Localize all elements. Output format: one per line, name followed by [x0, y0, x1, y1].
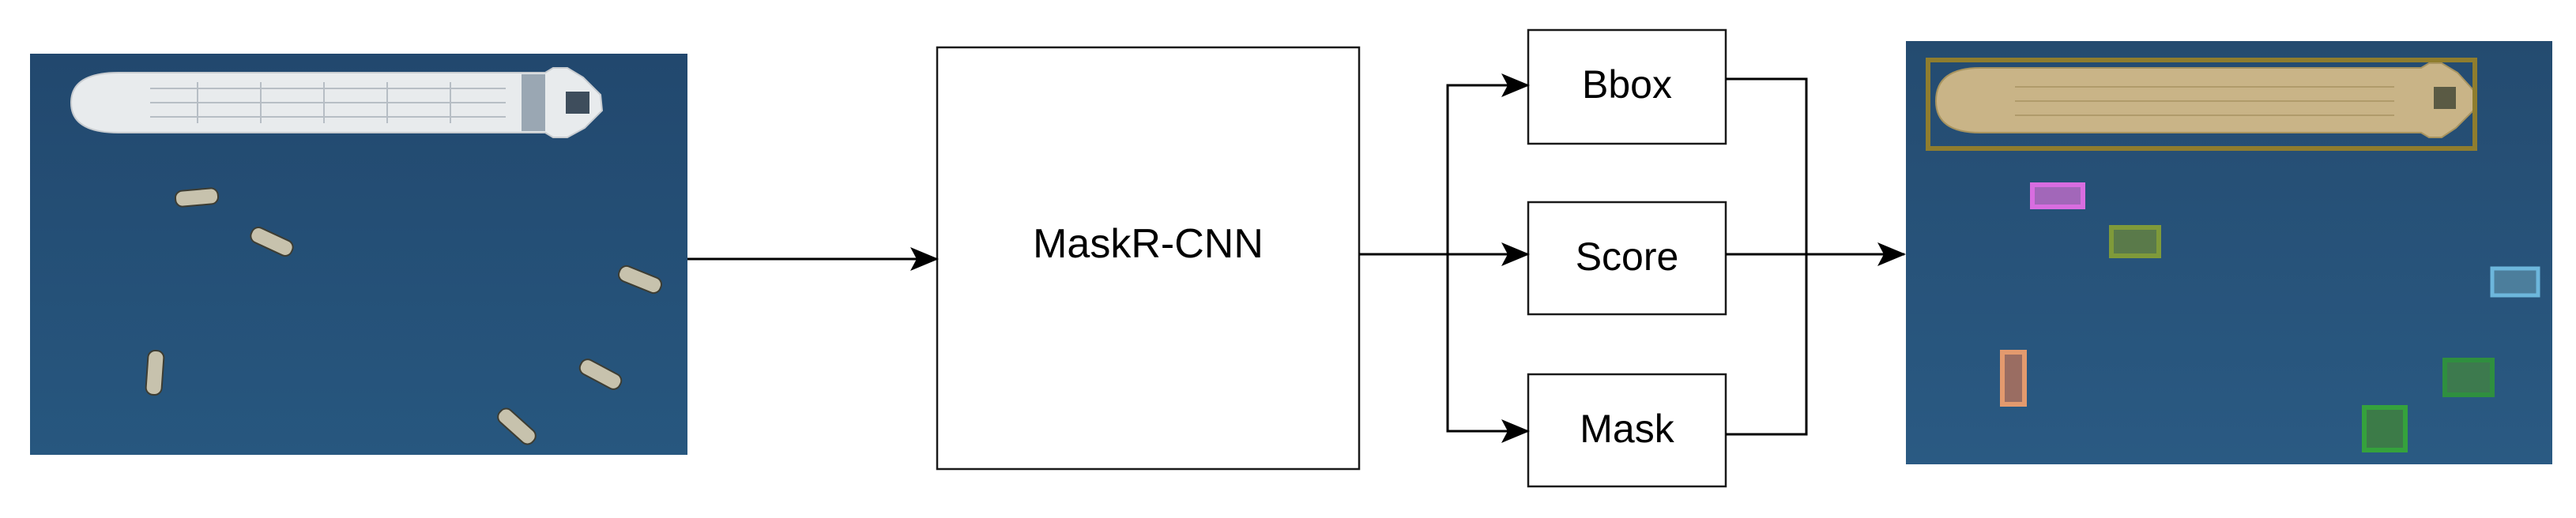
arrow-model-to-bbox: [1446, 73, 1530, 254]
output-score: Score: [1527, 201, 1727, 316]
bbox-label: Bbox: [1582, 62, 1672, 107]
tugboats: [145, 187, 662, 445]
tug-detections: [2000, 182, 2540, 452]
arrow-model-to-mask: [1446, 254, 1530, 443]
tanker-ship: [70, 67, 604, 138]
tanker-bbox: [1926, 58, 2477, 151]
result-image: [1906, 41, 2552, 464]
mask-label: Mask: [1580, 407, 1674, 451]
output-mask: Mask: [1527, 373, 1727, 488]
connectors: [687, 73, 1906, 443]
input-image: [30, 54, 687, 455]
score-label: Score: [1576, 235, 1679, 279]
tanker-detection: [1926, 58, 2477, 151]
merge-bracket: [1726, 77, 1808, 436]
model-block: MaskR-CNN: [936, 46, 1361, 471]
model-label: MaskR-CNN: [1033, 221, 1264, 267]
output-bbox: Bbox: [1527, 28, 1727, 145]
